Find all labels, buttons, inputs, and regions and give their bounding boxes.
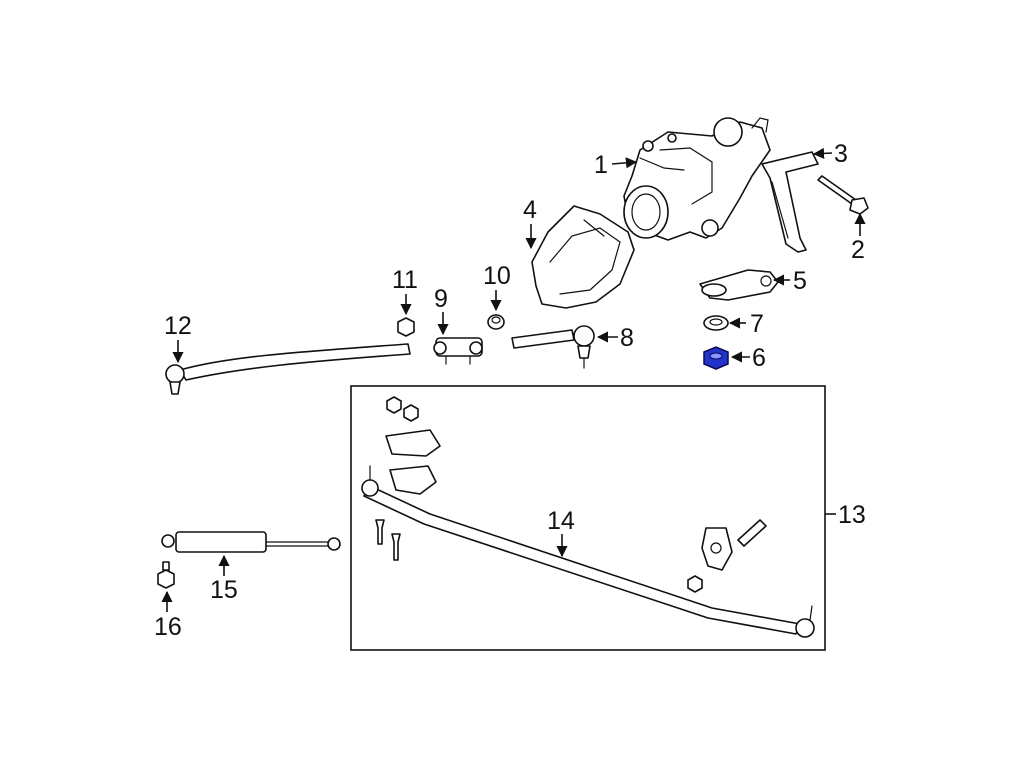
steering-gear-part[interactable] — [623, 117, 771, 241]
callout-7[interactable]: 7 — [750, 310, 764, 338]
callout-1[interactable]: 1 — [594, 151, 608, 179]
callout-9[interactable]: 9 — [434, 285, 448, 313]
heat-shield-part[interactable] — [531, 205, 635, 309]
kit-nuts[interactable] — [386, 396, 703, 593]
bracket-part[interactable] — [761, 151, 819, 253]
nut-part-11[interactable] — [397, 317, 415, 337]
callout-2[interactable]: 2 — [851, 236, 865, 264]
leader-1 — [611, 157, 638, 169]
leader-3 — [812, 147, 833, 160]
callout-13[interactable]: 13 — [838, 501, 866, 529]
adjusting-sleeve-part[interactable] — [433, 337, 483, 365]
drag-link-kit-box — [350, 385, 826, 651]
callout-10[interactable]: 10 — [483, 262, 511, 290]
kit-clamp[interactable] — [701, 527, 733, 571]
nut-part-10[interactable] — [487, 314, 505, 330]
callout-6[interactable]: 6 — [752, 344, 766, 372]
callout-12[interactable]: 12 — [164, 312, 192, 340]
callout-14[interactable]: 14 — [547, 507, 575, 535]
callout-5[interactable]: 5 — [793, 267, 807, 295]
callout-16[interactable]: 16 — [154, 613, 182, 641]
drag-link-part[interactable] — [361, 465, 815, 638]
callout-15[interactable]: 15 — [210, 576, 238, 604]
callout-4[interactable]: 4 — [523, 196, 537, 224]
callout-8[interactable]: 8 — [620, 324, 634, 352]
damper-bolt-part[interactable] — [157, 561, 175, 589]
callout-3[interactable]: 3 — [834, 140, 848, 168]
tie-rod-end-part[interactable] — [511, 325, 595, 369]
callout-11[interactable]: 11 — [392, 266, 418, 294]
tie-rod-part[interactable] — [165, 343, 411, 395]
pitman-arm-part[interactable] — [699, 269, 779, 301]
steering-damper-part[interactable] — [161, 531, 341, 553]
bolt-part[interactable] — [817, 175, 869, 215]
kit-brackets[interactable] — [385, 429, 441, 495]
washer-part[interactable] — [703, 315, 729, 331]
nut-part-highlighted[interactable] — [703, 346, 729, 370]
kit-bolts[interactable] — [375, 519, 767, 561]
